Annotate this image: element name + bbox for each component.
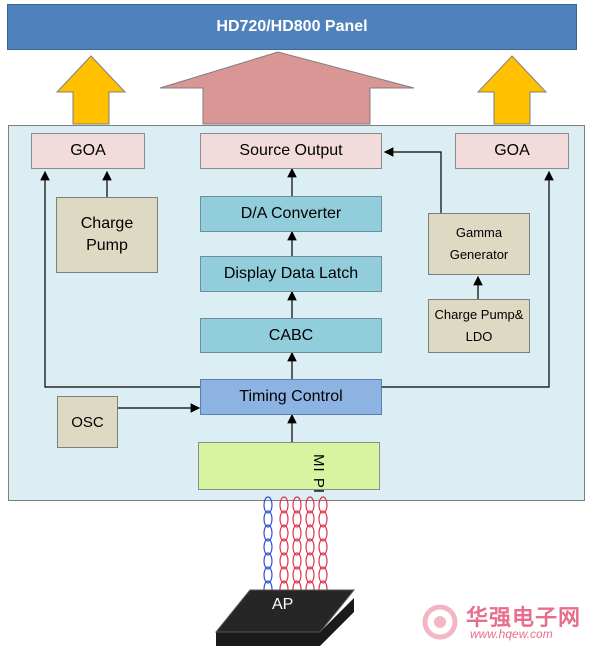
mipi-label: MI PI [310,454,327,495]
wire-link [305,566,315,584]
wire-link [263,552,273,570]
watermark-logo-icon [422,604,458,640]
display-data-latch-block: Display Data Latch [200,256,382,292]
ap-chip-side [216,598,354,646]
wire-link [305,538,315,556]
watermark-text: 华强电子网 [466,605,582,630]
wire-link [279,510,289,528]
wire-link [263,566,273,584]
center-up-arrow [159,51,415,125]
wire-link [305,524,315,542]
wire-link [292,552,302,570]
da-converter-block: D/A Converter [200,196,382,232]
goa-right-block: GOA [455,133,569,169]
wire-link [305,510,315,528]
wire-link [279,566,289,584]
wire-link [263,524,273,542]
panel-title: HD720/HD800 Panel [7,4,577,50]
wire-link [318,510,328,528]
gamma-generator-block: Gamma Generator [428,213,530,275]
timing-control-block: Timing Control [200,379,382,415]
wire-link [318,524,328,542]
mipi-wire-bundle [263,496,328,598]
wire-link [279,496,289,514]
wire-link [279,552,289,570]
right-up-arrow [476,55,548,125]
mipi-block [198,442,380,490]
ap-label: AP [272,596,294,613]
wire-link [318,538,328,556]
charge-pump-block: Charge Pump [56,197,158,273]
charge-pump-ldo-block: Charge Pump& LDO [428,299,530,353]
wire-link [318,496,328,514]
wire-link [292,524,302,542]
wire-link [263,496,273,514]
charge-pump-label: Charge Pump [80,215,134,254]
watermark-url: www.hqew.com [470,627,553,641]
gamma-generator-label: Gamma Generator [449,225,509,262]
ap-chip-top [214,589,356,633]
wire-link [292,510,302,528]
arrow-gamma-to-source [383,147,442,213]
cabc-block: CABC [200,318,382,353]
osc-block: OSC [57,396,118,448]
wire-link [318,566,328,584]
wire-link [263,510,273,528]
wire-link [279,538,289,556]
wire-link [292,538,302,556]
wire-link [263,538,273,556]
wire-link [305,552,315,570]
wire-link [279,524,289,542]
wire-link [292,566,302,584]
goa-left-block: GOA [31,133,145,169]
arrow-timing-to-goa-left [40,170,202,388]
wire-link [292,496,302,514]
left-up-arrow [55,55,127,125]
wire-link [318,552,328,570]
wire-link [305,496,315,514]
arrow-timing-to-goa-right [381,170,554,388]
source-output-block: Source Output [200,133,382,169]
charge-pump-ldo-label: Charge Pump& LDO [434,307,524,344]
